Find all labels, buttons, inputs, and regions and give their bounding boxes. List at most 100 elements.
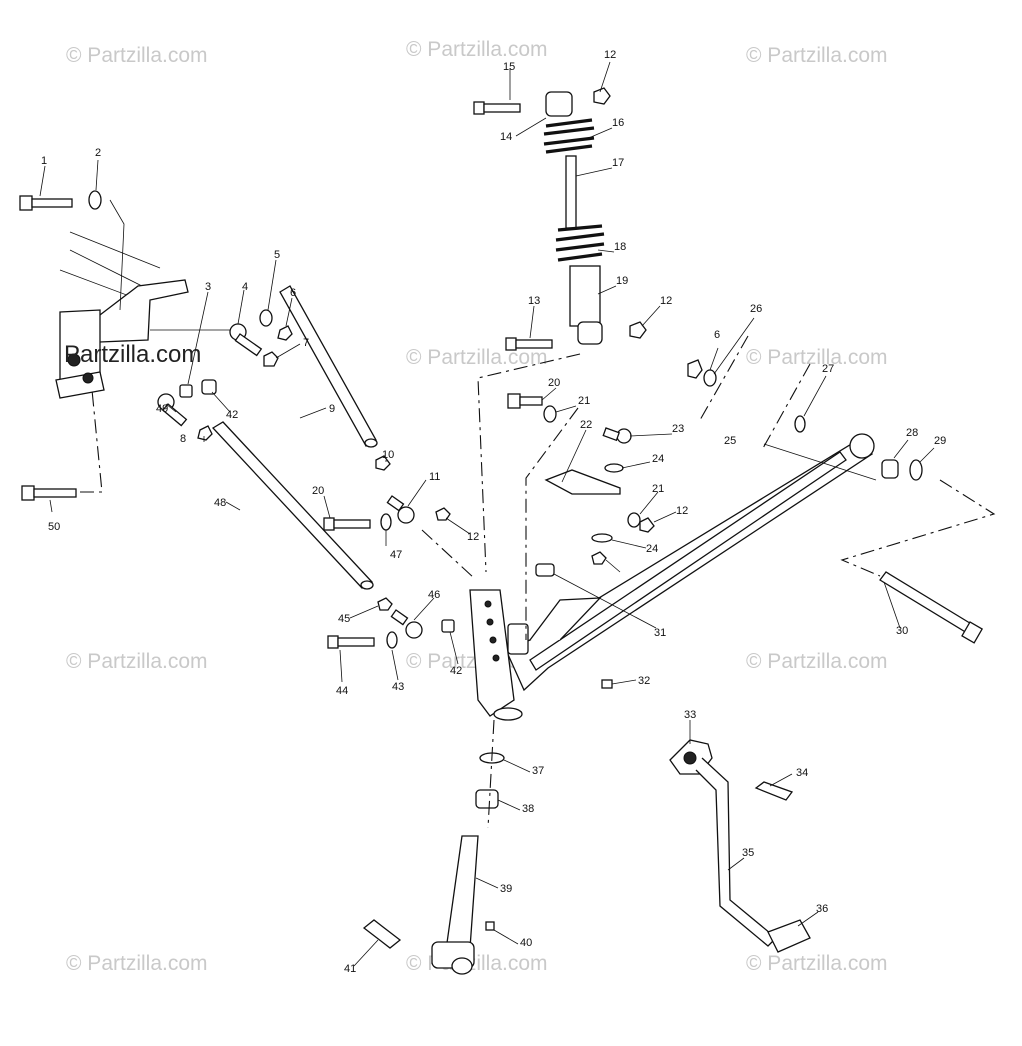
watermark: © Partzilla.com — [406, 38, 548, 61]
callout-17: 17 — [612, 157, 624, 169]
rod-end-11 — [386, 495, 415, 524]
bolt-20b — [507, 393, 543, 409]
washer-26 — [703, 369, 717, 387]
rod-end-46 — [390, 609, 423, 639]
callout-49: 49 — [156, 403, 168, 415]
tube-48 — [211, 421, 374, 590]
bolt-44 — [327, 635, 375, 649]
callout-leaders — [39, 61, 935, 967]
callout-23: 23 — [672, 423, 684, 435]
callout-1: 1 — [41, 155, 47, 167]
callout-12: 12 — [467, 531, 479, 543]
bushing-38 — [475, 789, 499, 809]
callout-42: 42 — [450, 665, 462, 677]
callout-20: 20 — [312, 485, 324, 497]
callout-38: 38 — [522, 803, 534, 815]
nut-7 — [263, 351, 279, 367]
washer-27 — [794, 415, 806, 433]
callout-21: 21 — [652, 483, 664, 495]
callout-12: 12 — [660, 295, 672, 307]
callout-24: 24 — [652, 453, 664, 465]
nut-45 — [377, 597, 393, 611]
callout-31: 31 — [654, 627, 666, 639]
callout-43: 43 — [392, 681, 404, 693]
callout-29: 29 — [934, 435, 946, 447]
callout-numbers: 1 2 3 4 5 6 7 8 9 10 11 12 12 12 12 13 1… — [41, 49, 946, 975]
callout-7: 7 — [303, 337, 309, 349]
washer-21 — [543, 405, 557, 423]
callout-16: 16 — [612, 117, 624, 129]
washer-24 — [604, 463, 624, 473]
callout-6: 6 — [290, 287, 296, 299]
callout-18: 18 — [614, 241, 626, 253]
callout-21: 21 — [578, 395, 590, 407]
callout-47: 47 — [390, 549, 402, 561]
nut-8 — [197, 425, 213, 441]
callout-8: 8 — [180, 433, 186, 445]
spindle-bracket — [469, 589, 523, 721]
callout-27: 27 — [822, 363, 834, 375]
callout-50: 50 — [48, 521, 60, 533]
nut-12 — [591, 551, 607, 565]
callout-26: 26 — [750, 303, 762, 315]
nut-10 — [375, 455, 391, 471]
callout-25: 25 — [724, 435, 736, 447]
callout-9: 9 — [329, 403, 335, 415]
callout-42: 42 — [226, 409, 238, 421]
callout-28: 28 — [906, 427, 918, 439]
callout-12: 12 — [604, 49, 616, 61]
bushing-42 — [201, 379, 217, 395]
callout-14: 14 — [500, 131, 512, 143]
watermark: © Partzilla.com — [746, 44, 888, 67]
watermark: © Partzilla.com — [746, 650, 888, 673]
washer-21 — [627, 512, 641, 528]
callout-6: 6 — [714, 329, 720, 341]
callout-2: 2 — [95, 147, 101, 159]
callout-4: 4 — [242, 281, 248, 293]
nut-12 — [639, 517, 655, 533]
callout-10: 10 — [382, 449, 394, 461]
watermark: © Partzilla.com — [66, 952, 208, 975]
pin-41 — [362, 919, 402, 949]
callout-37: 37 — [532, 765, 544, 777]
callout-39: 39 — [500, 883, 512, 895]
ring-29 — [909, 459, 923, 481]
pedal-assembly — [669, 739, 811, 953]
watermark: © Partzilla.com — [746, 346, 888, 369]
bushing-42 — [441, 619, 455, 633]
callout-24: 24 — [646, 543, 658, 555]
watermark: © Partzilla.com — [66, 650, 208, 673]
callout-33: 33 — [684, 709, 696, 721]
callout-44: 44 — [336, 685, 348, 697]
nut-6 — [277, 325, 293, 341]
washer-47 — [380, 513, 392, 531]
bracket-22 — [544, 469, 621, 495]
callout-5: 5 — [274, 249, 280, 261]
callout-11: 11 — [429, 471, 440, 483]
rod-end-4 — [229, 323, 263, 357]
grease-fitting-32 — [601, 679, 613, 689]
chassis-bracket: Partzilla.com — [55, 199, 236, 399]
callout-32: 32 — [638, 675, 650, 687]
callout-41: 41 — [344, 963, 356, 975]
fitting-40 — [485, 921, 495, 931]
callout-36: 36 — [816, 903, 828, 915]
callout-12: 12 — [676, 505, 688, 517]
callout-35: 35 — [742, 847, 754, 859]
watermark: © Partzilla.com — [746, 952, 888, 975]
callout-15: 15 — [503, 61, 515, 73]
washer-5 — [259, 309, 273, 327]
callout-45: 45 — [338, 613, 350, 625]
bushing-3 — [179, 384, 193, 398]
nut-12 — [435, 507, 451, 521]
watermark: © Partzilla.com — [406, 952, 548, 975]
callout-20: 20 — [548, 377, 560, 389]
washer-43 — [386, 631, 398, 649]
callout-13: 13 — [528, 295, 540, 307]
callout-40: 40 — [520, 937, 532, 949]
callout-48: 48 — [214, 497, 226, 509]
washer-24 — [591, 533, 613, 543]
bolt-30 — [879, 571, 984, 644]
bushing-31 — [535, 563, 555, 577]
